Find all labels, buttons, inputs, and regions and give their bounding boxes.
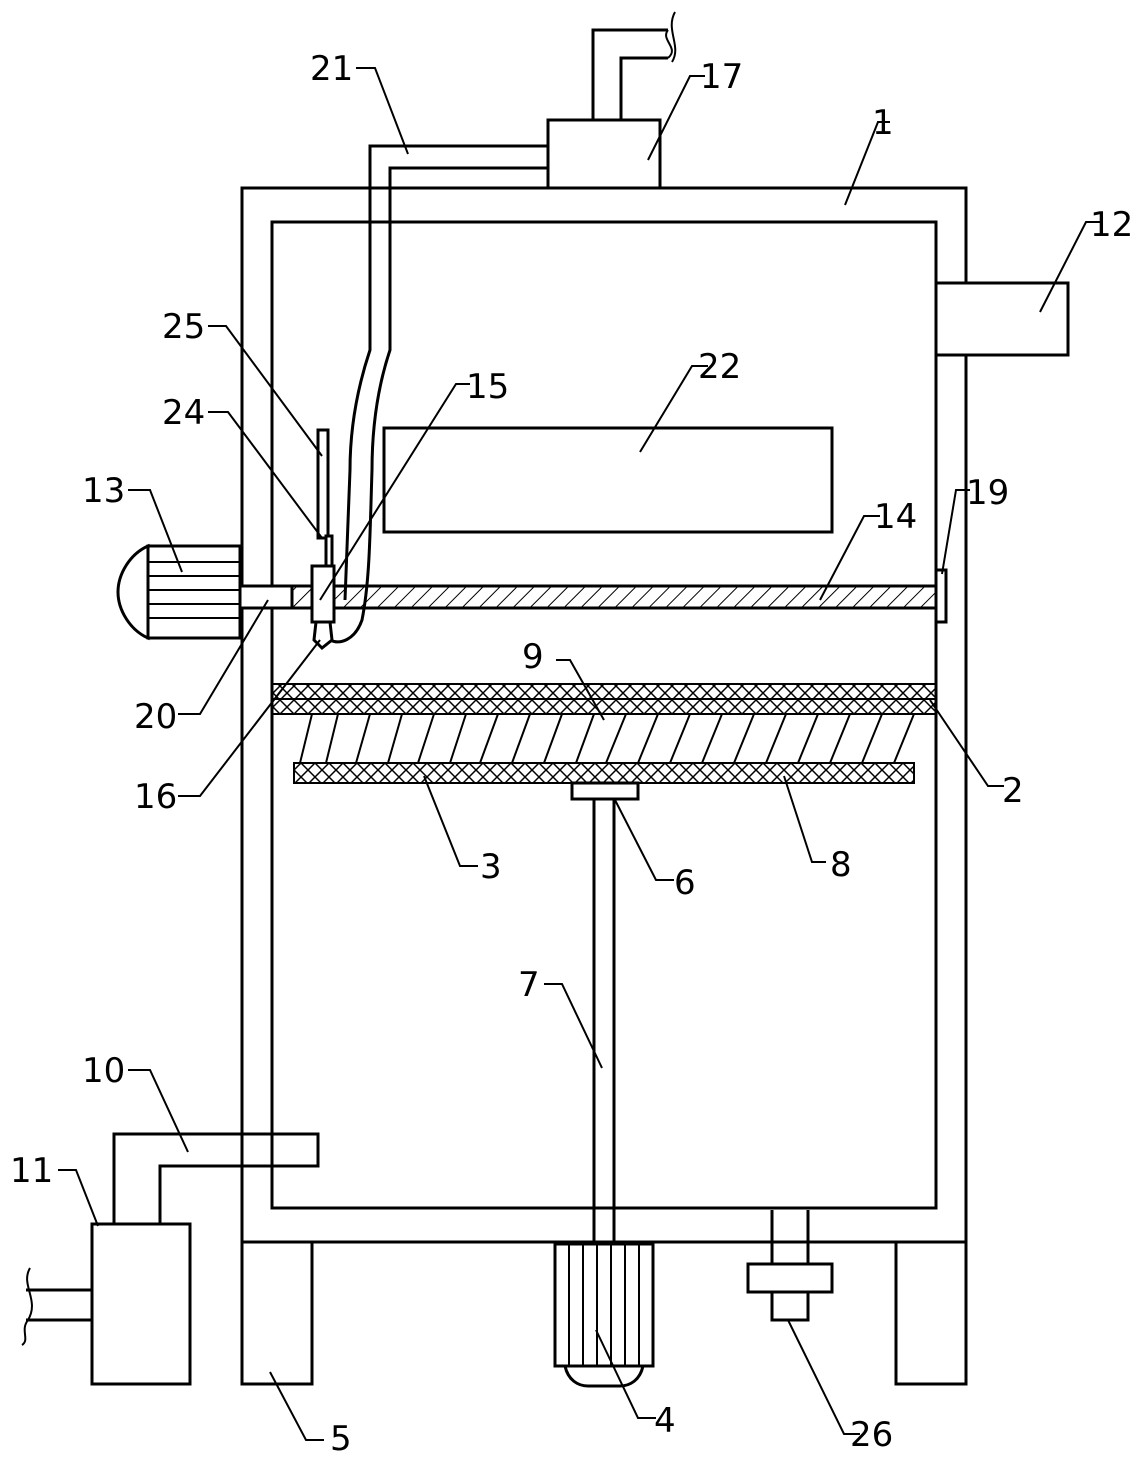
label-17: 17 [700,57,743,97]
springs [299,713,915,764]
label-24: 24 [162,393,205,433]
discharge-valve [746,1210,834,1322]
label-20: 20 [134,697,177,737]
label-16: 16 [134,777,177,817]
lower-screen [293,762,915,784]
vertical-shaft [570,781,640,1244]
top-box [546,11,677,190]
bottom-motor [553,1242,655,1388]
label-12: 12 [1090,205,1133,245]
label-11: 11 [10,1151,53,1191]
label-7: 7 [518,965,540,1005]
label-1: 1 [872,103,894,143]
label-4: 4 [654,1401,676,1441]
pump-assembly [21,1132,320,1386]
window-panel [382,426,834,534]
label-19: 19 [966,473,1009,513]
label-13: 13 [82,471,125,511]
leader-lines [58,67,1100,1441]
label-15: 15 [466,367,509,407]
label-22: 22 [698,347,741,387]
side-box [934,281,1070,357]
slider-assembly [310,428,336,651]
labels: 1 2 3 4 5 6 7 8 9 10 11 12 13 14 15 16 1… [10,49,1133,1459]
label-14: 14 [874,497,917,537]
label-3: 3 [480,847,502,887]
label-8: 8 [830,845,852,885]
upper-screen [271,683,937,715]
label-25: 25 [162,307,205,347]
label-6: 6 [674,863,696,903]
label-2: 2 [1002,771,1024,811]
label-5: 5 [330,1419,352,1459]
support-legs [240,1240,968,1386]
label-9: 9 [522,637,544,677]
label-21: 21 [310,49,353,89]
pipe [329,144,548,644]
label-10: 10 [82,1051,125,1091]
motor [116,543,242,641]
screw-rod [290,568,948,624]
label-26: 26 [850,1415,893,1455]
